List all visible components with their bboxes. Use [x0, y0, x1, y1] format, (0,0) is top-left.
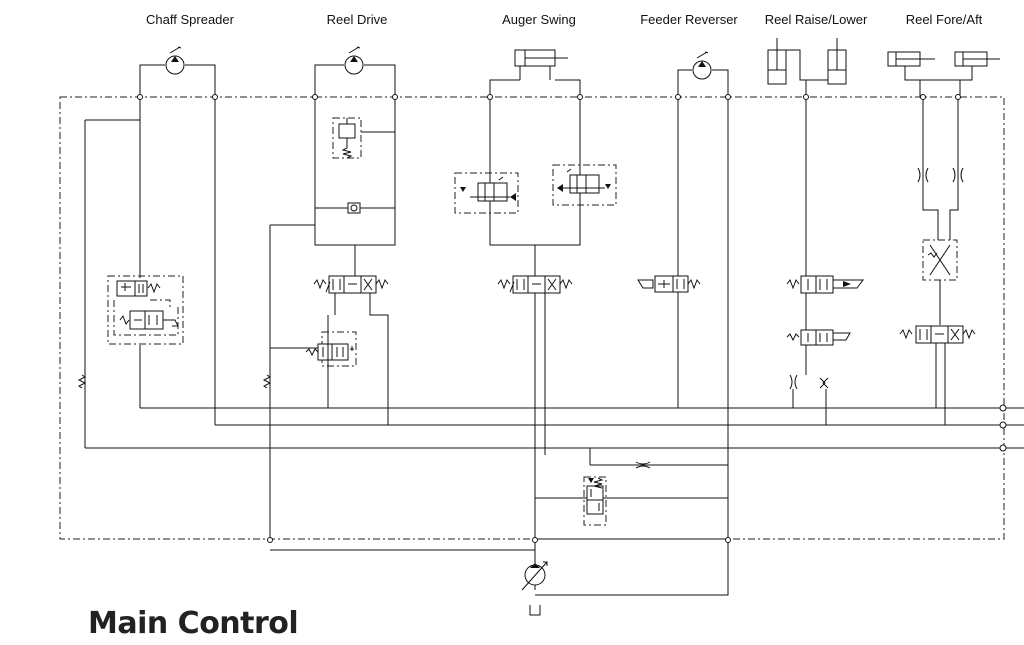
reel-drive-relief — [332, 117, 395, 159]
chaff-spreader-motor — [139, 46, 216, 97]
reel-drive-relief-spring — [262, 374, 272, 389]
chaff-valve — [113, 280, 179, 336]
reel-drive-motor — [314, 46, 396, 97]
reel-drive-pilot — [269, 224, 315, 540]
feeder-reverser-motor — [677, 51, 729, 97]
auger-swing-cylinder — [489, 49, 581, 97]
reel-fore-aft-valve — [899, 325, 976, 344]
main-control-title: Main Control — [88, 606, 298, 641]
reel-fore-aft-returns — [935, 343, 946, 425]
feeder-reverser-valve — [637, 275, 701, 293]
reel-drive-check — [347, 202, 361, 214]
junction-dots — [137, 94, 1007, 543]
main-control-boundary — [59, 96, 1005, 540]
header-reel-fore-aft: Reel Fore/Aft — [906, 12, 983, 27]
reel-drive-flow-lines — [270, 315, 329, 408]
reel-drive-control-valve — [313, 275, 389, 294]
supply-lines — [535, 447, 728, 540]
reel-fore-aft-cylinders — [887, 51, 1000, 97]
reel-raise-cylinders — [767, 38, 847, 97]
header-chaff-spreader: Chaff Spreader — [146, 12, 235, 27]
supply-orifice — [635, 461, 651, 469]
chaff-valve-block — [107, 275, 184, 345]
reel-raise-orifices — [789, 374, 829, 390]
feeder-reverser-lines — [677, 97, 729, 540]
common-manifold-lines — [85, 407, 1024, 449]
reel-drive-lines — [314, 97, 396, 278]
variable-pump — [521, 561, 548, 591]
chaff-drain-line — [84, 119, 140, 448]
header-auger-swing: Auger Swing — [502, 12, 576, 27]
pump-lines — [270, 539, 729, 596]
auger-swing-control-valve — [497, 275, 573, 294]
reel-fore-aft-orifices — [917, 167, 964, 183]
reel-raise-return — [792, 389, 827, 425]
reel-raise-valve — [786, 275, 864, 294]
reservoir-symbol — [529, 605, 541, 616]
auger-swing-lines — [489, 97, 581, 246]
header-reel-raise-lower: Reel Raise/Lower — [765, 12, 868, 27]
header-feeder-reverser: Feeder Reverser — [640, 12, 738, 27]
reel-lower-valve — [786, 329, 851, 346]
reel-drive-flow-control — [305, 331, 357, 367]
header-reel-drive: Reel Drive — [327, 12, 388, 27]
reel-fore-aft-lines — [922, 97, 959, 240]
reel-fore-aft-check-block — [922, 239, 958, 281]
priority-valve — [583, 476, 607, 526]
auger-swing-lock-valves — [454, 164, 617, 214]
chaff-relief-spring — [77, 374, 87, 389]
reel-drive-valve-ports — [334, 293, 389, 425]
